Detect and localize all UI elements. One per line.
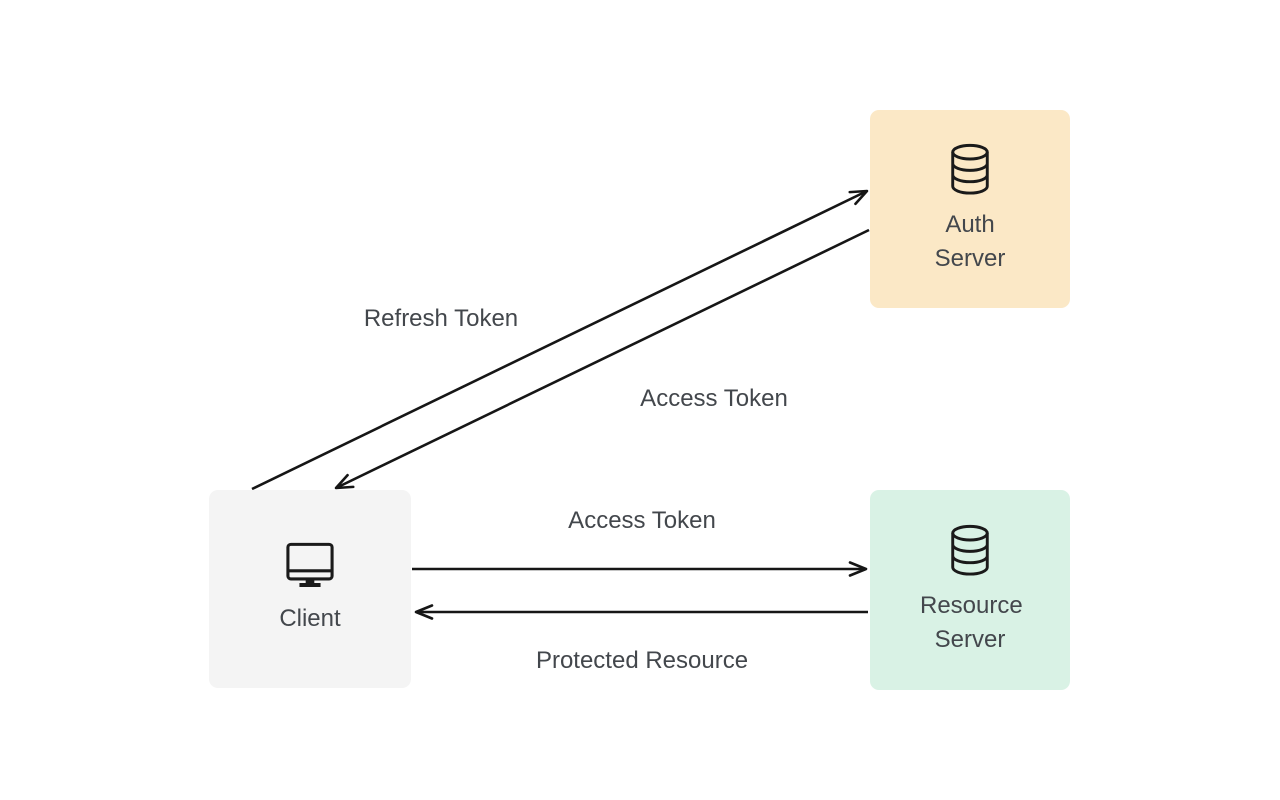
database-icon [950, 524, 990, 576]
node-label-client: Client [279, 605, 341, 632]
edge-label-protected-resource: Protected Resource [535, 647, 749, 674]
edge-label-refresh-token: Refresh Token [363, 305, 519, 332]
database-icon [950, 143, 990, 195]
node-client: Client [209, 490, 411, 688]
node-label-auth-server: Auth Server [934, 210, 1006, 272]
monitor-icon [286, 542, 334, 589]
arrow-auth-server-to-client [334, 228, 870, 490]
node-auth-server: Auth Server [870, 110, 1070, 308]
arrow-client-to-auth-server [251, 189, 869, 491]
node-resource-server: Resource Server [870, 490, 1070, 690]
node-label-resource-server: Resource Server [920, 591, 1023, 653]
edge-label-access-token-resource: Access Token [568, 507, 716, 534]
edge-label-access-token-auth: Access Token [640, 385, 788, 412]
